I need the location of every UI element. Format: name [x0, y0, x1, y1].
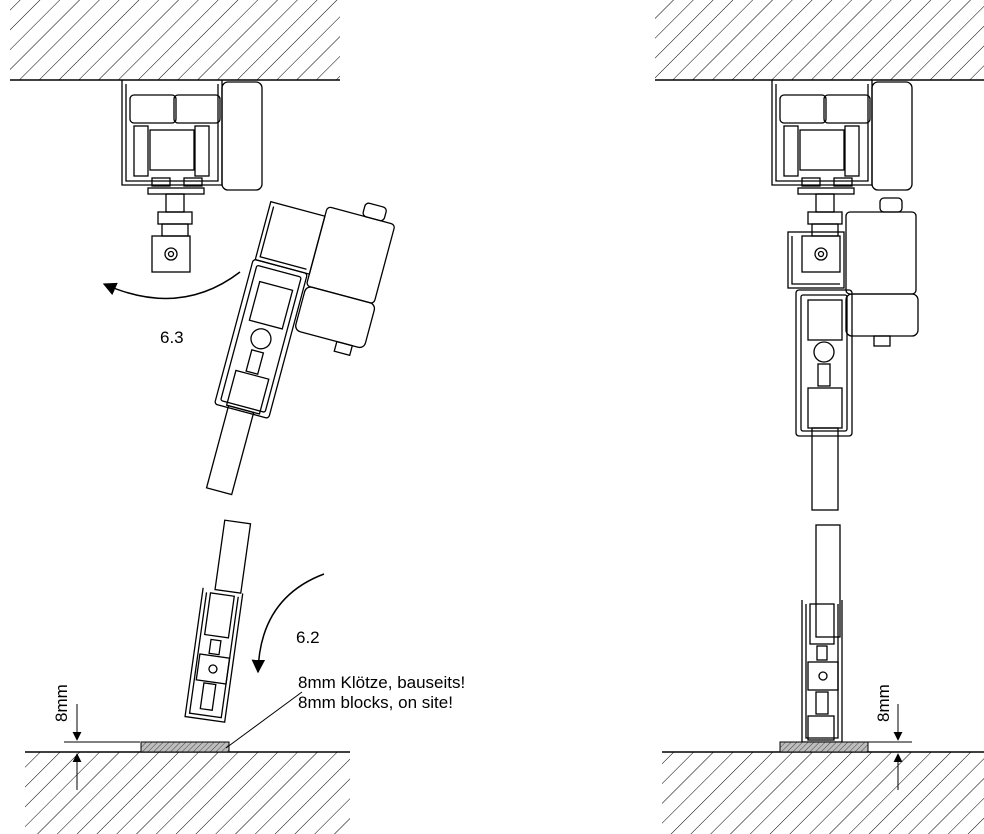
- note-english: 8mm blocks, on site!: [298, 693, 453, 712]
- setting-block-left: [140, 741, 230, 753]
- dimension-8mm-left: [64, 704, 140, 790]
- gap-label-right: 8mm: [874, 684, 893, 722]
- ceiling-left: [10, 0, 340, 81]
- gap-label-left: 8mm: [52, 684, 71, 722]
- rotation-arrow-6-2: [251, 573, 325, 674]
- door-bottom-vertical: [801, 524, 843, 743]
- floor-left: [25, 751, 350, 834]
- door-hanger-vertical: [787, 197, 919, 511]
- setting-block-right: [779, 741, 869, 753]
- step-label-6-3: 6.3: [160, 328, 184, 347]
- door-hanger-tilted: [205, 200, 395, 496]
- track-carriage-right: [771, 80, 913, 273]
- note-german: 8mm Klötze, bauseits!: [298, 673, 466, 692]
- door-bottom-tilted: [184, 519, 252, 723]
- note-leader: [225, 691, 303, 749]
- dimension-8mm-right: [868, 704, 912, 790]
- ceiling-right: [655, 0, 984, 81]
- track-carriage-left: [121, 80, 263, 273]
- step-label-6-2: 6.2: [296, 628, 320, 647]
- floor-right: [662, 751, 984, 834]
- rotation-arrow-6-3: [102, 271, 241, 300]
